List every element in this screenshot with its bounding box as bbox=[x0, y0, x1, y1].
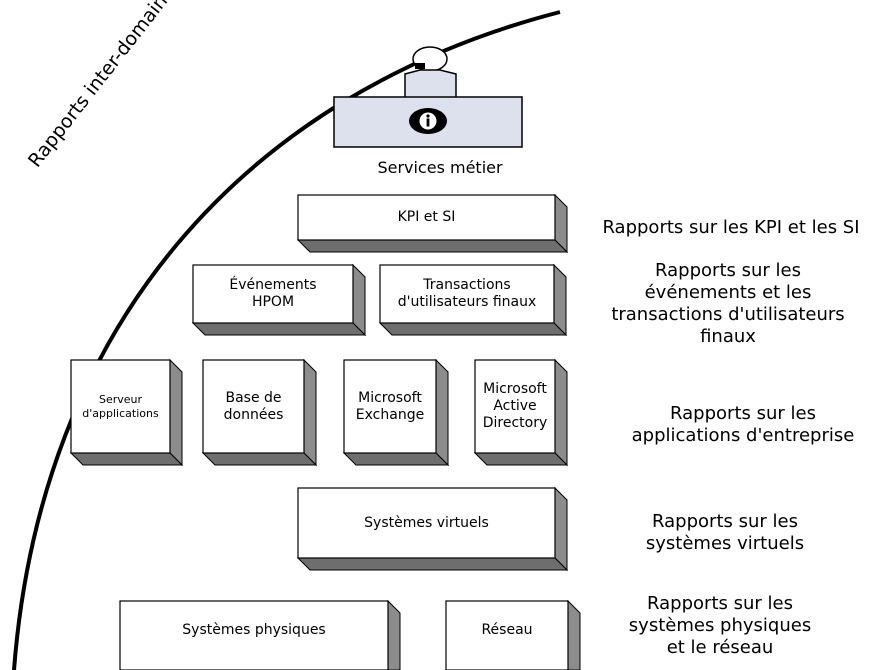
events-reports-label: Rapports sur les événements et les trans… bbox=[611, 260, 845, 347]
box-shapes bbox=[69, 193, 581, 670]
information-desk-icon bbox=[333, 96, 523, 148]
exchange-box: Microsoft Exchange bbox=[355, 389, 425, 423]
physical-systems-box: Systèmes physiques bbox=[182, 621, 326, 638]
transactions-box: Transactions d'utilisateurs finaux bbox=[397, 277, 537, 310]
business-services-label: Services métier bbox=[377, 158, 503, 177]
kpi-box: KPI et SI bbox=[397, 209, 456, 226]
operator-icon bbox=[404, 46, 457, 99]
virtual-systems-box: Systèmes virtuels bbox=[364, 514, 489, 531]
network-box: Réseau bbox=[481, 621, 533, 638]
app-server-box: Serveur d'applications bbox=[82, 393, 159, 420]
physical-reports-label: Rapports sur les systèmes physiques et l… bbox=[628, 593, 812, 658]
apps-reports-label: Rapports sur les applications d'entrepri… bbox=[631, 403, 855, 446]
active-directory-box: Microsoft Active Directory bbox=[482, 381, 548, 431]
events-box: Événements HPOM bbox=[229, 277, 317, 310]
virtual-reports-label: Rapports sur les systèmes virtuels bbox=[645, 511, 805, 554]
kpi-reports-label: Rapports sur les KPI et les SI bbox=[602, 217, 860, 238]
database-box: Base de données bbox=[223, 389, 284, 423]
